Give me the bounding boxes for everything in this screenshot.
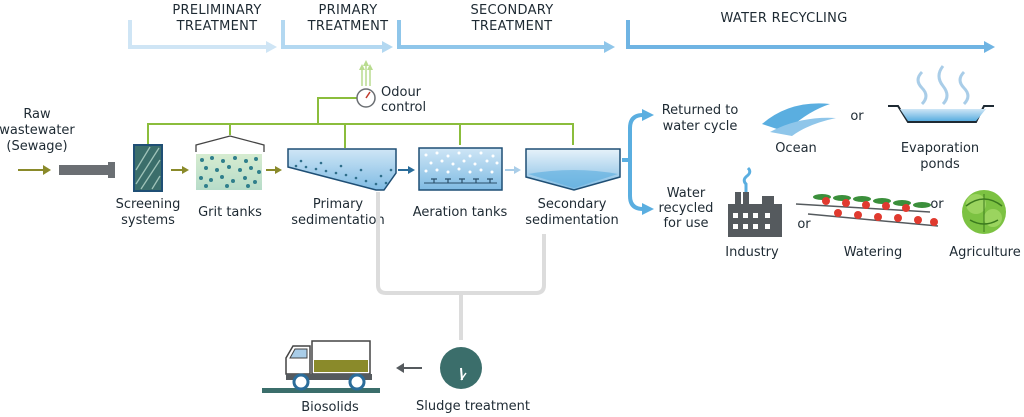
stage-arrow-preliminary [128,20,277,53]
sludge-pipes [376,192,546,340]
odour-control-gauge-icon [356,60,376,108]
evaporation-ponds-icon [888,65,994,123]
sludge-treatment-label: Sludge treatment [416,399,530,414]
stage-arrow-primary [281,20,393,53]
sludge-treatment-icon [440,347,482,389]
screening-systems-icon [133,144,163,192]
flow-arrow-sludge-biosolids [396,363,422,373]
agriculture-label: Agriculture [949,245,1021,260]
raw-inflow-arrow [18,165,51,175]
secondary-sedimentation-tank-icon [525,148,621,191]
primary-sedimentation-tank-icon [287,148,397,191]
biosolids-label: Biosolids [301,400,359,415]
stage-arrow-recycling [626,20,995,53]
ocean-wave-icon [762,103,836,136]
biosolids-truck-icon [262,340,380,393]
flow-arrow-grit-primary [266,166,282,174]
or-industry-watering: or [797,217,811,232]
industry-label: Industry [725,245,779,260]
flow-arrow-screening-grit [171,166,189,174]
outflow-bracket [622,113,644,211]
agriculture-lettuce-icon [962,190,1006,234]
watering-label: Watering [844,245,903,260]
inlet-pipe [59,162,115,178]
grit-tank-icon [195,135,265,190]
arrow-recycled [642,203,654,215]
ocean-label: Ocean [775,141,817,156]
or-ocean-evaporation: or [850,109,864,124]
arrow-returned [642,109,654,121]
flow-arrow-aeration-secondary [505,166,521,174]
stage-label-recycling: WATER RECYCLING [720,11,847,26]
or-watering-agriculture: or [930,197,944,212]
grit-tanks-label: Grit tanks [198,205,262,220]
aeration-tanks-label: Aeration tanks [413,205,508,220]
stage-arrow-secondary [397,20,615,53]
flow-arrow-primary-aeration [398,166,415,174]
odour-ducts [147,97,574,148]
industry-factory-icon [728,166,782,237]
watering-tomato-icon [795,194,939,227]
aeration-tank-icon [418,147,503,191]
